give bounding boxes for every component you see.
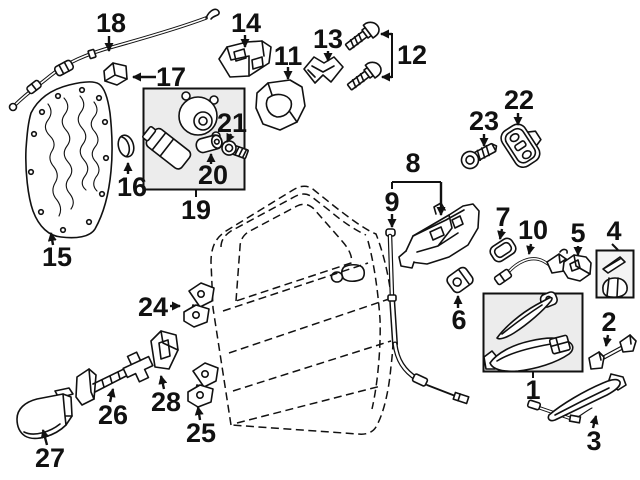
- part-13-guide-wedge-drawing: [303, 56, 344, 84]
- callout-striker-plate: 22: [504, 85, 534, 115]
- part-20-bushing-drawing: [195, 134, 223, 154]
- callout-window-motor-kit: 19: [181, 195, 211, 225]
- callout-bushing: 20: [198, 160, 228, 190]
- part-14-mounting-bracket-drawing: [218, 40, 272, 78]
- callout-mounting-screw: 21: [217, 108, 247, 138]
- part-18-bowden-cable-drawing: [8, 8, 220, 112]
- part-12-bolts-drawing: [344, 21, 382, 91]
- part-2-handle-support-rod-drawing: [588, 334, 637, 370]
- door-dashed-outline: [210, 185, 394, 435]
- part-17-retaining-clip-drawing: [103, 62, 128, 86]
- callout-lock-bracket: 11: [274, 41, 303, 71]
- callout-retaining-clip: 17: [156, 62, 186, 92]
- callout-door-latch: 8: [405, 148, 420, 178]
- callout-buffer-wedge: 28: [151, 387, 181, 417]
- kit-box-4-caps: [595, 249, 635, 299]
- callout-water-shield: 15: [42, 242, 72, 272]
- callout-arrows: [40, 29, 619, 446]
- callout-grommet: 16: [117, 172, 147, 202]
- door-handle-cutout: [330, 263, 366, 283]
- callout-mounting-bracket: 14: [231, 8, 261, 38]
- part-28-buffer-wedge-drawing: [150, 330, 179, 370]
- callout-release-cable: 10: [518, 215, 548, 245]
- callout-mounting-bolts: 12: [397, 40, 427, 70]
- kit-box-19-window-motor: [142, 87, 249, 191]
- part-16-grommet-drawing: [117, 134, 135, 158]
- part-27-check-strap-cover-drawing: [16, 387, 74, 440]
- part-25-lower-hinge-drawing: [187, 362, 219, 408]
- callout-handle-support-rod: 2: [601, 307, 616, 337]
- part-15-water-shield-drawing: [25, 80, 113, 239]
- part-21-screw-drawing: [221, 140, 249, 160]
- part-22-striker-plate-drawing: [500, 123, 542, 169]
- part-24-upper-hinge-drawing: [183, 282, 215, 328]
- part-6-handle-seal-drawing: [446, 266, 474, 294]
- callout-bowden-cable: 18: [96, 8, 126, 38]
- callout-handle-cover-strip: 3: [586, 426, 601, 456]
- callout-outer-door-handle-kit: 1: [525, 375, 540, 405]
- window-motor-drawing: [142, 91, 221, 170]
- callout-striker-bolt: 23: [469, 106, 499, 136]
- callout-lower-door-hinge: 25: [186, 418, 216, 448]
- kit-box-1-door-handle: [482, 291, 584, 373]
- callout-lock-cylinder-cap: 5: [570, 218, 585, 248]
- callout-door-check-strap: 26: [98, 400, 128, 430]
- callout-guide-wedge: 13: [313, 24, 343, 54]
- part-11-lock-bracket-drawing: [255, 79, 306, 131]
- part-26-door-check-strap-drawing: [75, 351, 154, 406]
- callout-check-strap-cover: 27: [35, 443, 65, 473]
- part-9-latch-cable-drawing: [385, 228, 470, 405]
- callout-handle-pad: 7: [495, 202, 510, 232]
- part-7-handle-pad-drawing: [489, 237, 517, 263]
- callout-cap-kit: 4: [606, 216, 621, 246]
- part-8-door-latch-drawing: [398, 202, 480, 269]
- part-10-release-cable-drawing: [493, 248, 568, 286]
- callout-latch-cable: 9: [384, 187, 399, 217]
- callout-handle-seal: 6: [451, 305, 466, 335]
- callout-upper-door-hinge: 24: [138, 292, 168, 322]
- part-5-lock-cylinder-cap-drawing: [562, 254, 592, 282]
- part-23-striker-bolt-drawing: [460, 142, 498, 170]
- part-3-handle-cover-strip-drawing: [526, 373, 627, 424]
